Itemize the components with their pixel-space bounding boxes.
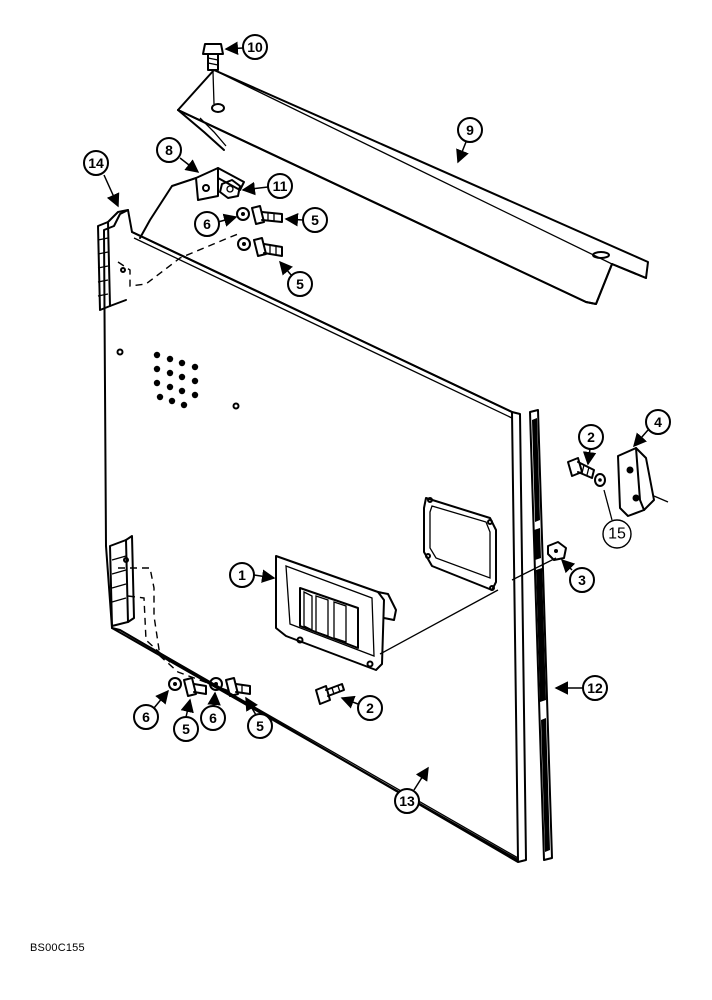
callout-13: 13 — [394, 766, 429, 814]
svg-text:3: 3 — [578, 572, 586, 588]
svg-text:15: 15 — [608, 526, 626, 543]
svg-text:8: 8 — [165, 142, 173, 158]
svg-text:6: 6 — [203, 216, 211, 232]
svg-text:2: 2 — [366, 700, 374, 716]
callout-5-upper-b: 5 — [279, 260, 313, 297]
lower-washer-bolt-1 — [168, 677, 207, 697]
washer-part-15 — [594, 473, 606, 487]
svg-text:5: 5 — [256, 718, 264, 734]
callout-5-lower-a: 5 — [173, 698, 199, 742]
upper-washer-bolt-1 — [236, 205, 283, 225]
svg-text:6: 6 — [209, 710, 217, 726]
screw-part-2-lower — [315, 683, 345, 705]
callout-6-lower-b: 6 — [200, 691, 226, 731]
svg-text:13: 13 — [399, 793, 415, 809]
vent-hole-grid — [153, 351, 199, 409]
svg-text:14: 14 — [88, 155, 104, 171]
callout-1: 1 — [229, 562, 276, 588]
callout-8: 8 — [156, 137, 200, 173]
nut-part-3 — [547, 541, 567, 561]
striker-plate-part-4 — [617, 447, 669, 517]
callout-2-upper: 2 — [578, 424, 604, 466]
svg-text:12: 12 — [587, 680, 603, 696]
callout-2-lower: 2 — [340, 695, 383, 721]
svg-text:10: 10 — [247, 39, 263, 55]
svg-text:11: 11 — [273, 178, 288, 194]
bolt-part-10 — [202, 43, 224, 105]
callout-12: 12 — [554, 675, 608, 701]
callout-10: 10 — [224, 34, 268, 60]
callout-3: 3 — [560, 558, 595, 593]
top-channel-part-9 — [177, 69, 649, 305]
callout-5-lower-b: 5 — [245, 696, 273, 739]
latch-assembly-part-1 — [275, 555, 499, 671]
svg-text:5: 5 — [182, 721, 190, 737]
callout-6-upper: 6 — [194, 211, 238, 237]
door-panel-part-13 — [97, 209, 527, 863]
screw-part-2-upper — [567, 457, 595, 479]
svg-text:1: 1 — [238, 567, 246, 583]
lower-washer-bolt-2 — [209, 677, 251, 697]
svg-text:2: 2 — [587, 429, 595, 445]
callout-4: 4 — [633, 409, 671, 448]
seal-strip-part-12 — [511, 409, 557, 861]
callout-5-upper-a: 5 — [284, 207, 328, 233]
drawing-reference-code: BS00C155 — [30, 942, 85, 954]
callout-11: 11 — [241, 173, 293, 199]
svg-text:4: 4 — [654, 414, 662, 430]
svg-text:6: 6 — [142, 709, 150, 725]
svg-text:9: 9 — [466, 122, 474, 138]
upper-washer-bolt-2 — [237, 237, 283, 257]
nut-part-11 — [219, 179, 241, 199]
callout-9: 9 — [456, 117, 483, 164]
callout-6-lower-a: 6 — [133, 689, 169, 730]
svg-text:5: 5 — [311, 212, 319, 228]
callout-14: 14 — [83, 150, 120, 208]
svg-text:5: 5 — [296, 276, 304, 292]
latch-cutout — [423, 497, 497, 591]
bracket-part-8 — [139, 167, 245, 239]
callout-15: 15 — [602, 489, 632, 549]
